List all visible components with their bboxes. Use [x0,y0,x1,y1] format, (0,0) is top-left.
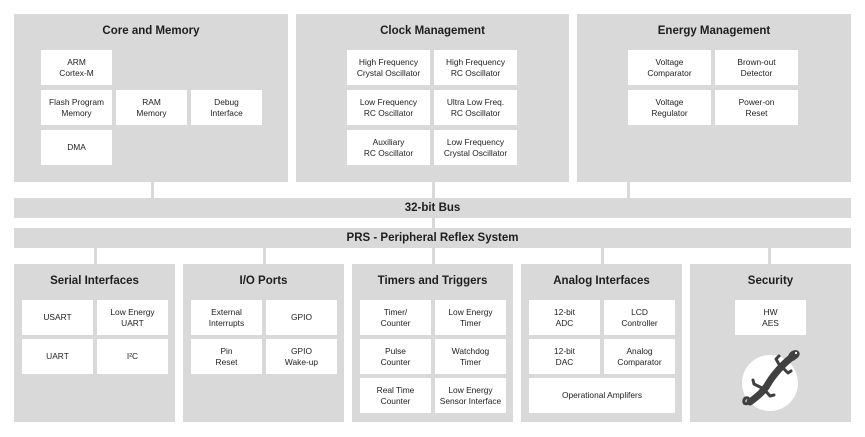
block-i2c: I²C [97,339,168,374]
panel-energy-management: Energy Management Voltage Comparator Bro… [577,14,851,182]
block-flash-program-memory: Flash Program Memory [41,90,112,125]
block-usart: USART [22,300,93,335]
block-ulf-rc-oscillator: Ultra Low Freq. RC Oscillator [434,90,517,125]
block-lf-crystal-oscillator: Low Frequency Crystal Oscillator [434,130,517,165]
bus-32-bit: 32-bit Bus [14,198,851,218]
block-lf-rc-oscillator: Low Frequency RC Oscillator [347,90,430,125]
block-gpio: GPIO [266,300,337,335]
panel-title: Core and Memory [102,25,200,37]
block-power-on-reset: Power-on Reset [715,90,798,125]
panel-security: Security HW AES [690,264,851,422]
block-voltage-regulator: Voltage Regulator [628,90,711,125]
block-hw-aes: HW AES [735,300,806,335]
connector-energy-bus [627,182,630,198]
panel-title: Energy Management [657,25,771,37]
panel-timers-and-triggers: Timers and Triggers Timer/ Counter Low E… [352,264,513,422]
block-external-interrupts: External Interrupts [191,300,262,335]
gecko-icon [742,350,800,411]
block-low-energy-timer: Low Energy Timer [435,300,506,335]
block-brown-out-detector: Brown-out Detector [715,50,798,85]
block-12-bit-adc: 12-bit ADC [529,300,600,335]
block-low-energy-uart: Low Energy UART [97,300,168,335]
panel-title: Serial Interfaces [50,275,139,287]
block-uart: UART [22,339,93,374]
connector-prs-serial [94,248,97,264]
block-dma: DMA [41,130,112,165]
connector-clock-bus [432,182,435,198]
panel-core-and-memory: Core and Memory ARM Cortex-M Flash Progr… [14,14,288,182]
connector-prs-security [768,248,771,264]
block-timer-counter: Timer/ Counter [360,300,431,335]
panel-io-ports: I/O Ports External Interrupts GPIO Pin R… [183,264,344,422]
block-auxiliary-rc-oscillator: Auxiliary RC Oscillator [347,130,430,165]
connector-bus-prs [432,218,435,228]
block-analog-comparator: Analog Comparator [604,339,675,374]
block-operational-amplifiers: Operational Amplifers [529,378,675,413]
block-lcd-controller: LCD Controller [604,300,675,335]
block-ram-memory: RAM Memory [116,90,187,125]
panel-clock-management: Clock Management High Frequency Crystal … [296,14,569,182]
block-pulse-counter: Pulse Counter [360,339,431,374]
bus-prs: PRS - Peripheral Reflex System [14,228,851,248]
block-hf-crystal-oscillator: High Frequency Crystal Oscillator [347,50,430,85]
panel-title: Clock Management [380,25,485,37]
block-gpio-wake-up: GPIO Wake-up [266,339,337,374]
panel-title: Timers and Triggers [377,275,488,287]
panel-title: Analog Interfaces [553,275,650,287]
connector-core-bus [151,182,154,198]
panel-serial-interfaces: Serial Interfaces USART Low Energy UART … [14,264,175,422]
block-pin-reset: Pin Reset [191,339,262,374]
block-12-bit-dac: 12-bit DAC [529,339,600,374]
block-real-time-counter: Real Time Counter [360,378,431,413]
panel-analog-interfaces: Analog Interfaces 12-bit ADC LCD Control… [521,264,682,422]
block-hf-rc-oscillator: High Frequency RC Oscillator [434,50,517,85]
connector-prs-analog [601,248,604,264]
block-watchdog-timer: Watchdog Timer [435,339,506,374]
connector-prs-io [263,248,266,264]
block-voltage-comparator: Voltage Comparator [628,50,711,85]
panel-title: I/O Ports [239,275,288,287]
connector-prs-timers [432,248,435,264]
block-le-sensor-interface: Low Energy Sensor Interface [435,378,506,413]
block-debug-interface: Debug Interface [191,90,262,125]
block-arm-cortex-m: ARM Cortex-M [41,50,112,85]
panel-title: Security [747,275,794,287]
